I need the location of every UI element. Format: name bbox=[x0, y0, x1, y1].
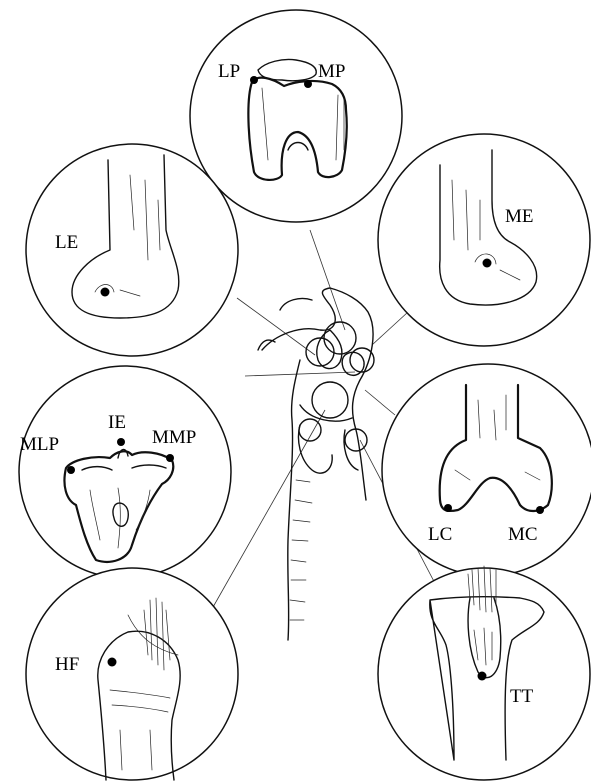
femoral-condyles-callout: LC MC bbox=[382, 364, 591, 576]
medial-epicondyle-callout: ME bbox=[378, 134, 590, 346]
fibular-head-callout: HF bbox=[26, 568, 238, 780]
label-le: LE bbox=[55, 232, 78, 253]
central-knee-sketch bbox=[258, 288, 374, 640]
label-ie: IE bbox=[108, 412, 126, 433]
label-lp: LP bbox=[218, 61, 240, 82]
patella-callout: LP MP bbox=[190, 10, 402, 222]
lateral-epicondyle-callout: LE bbox=[26, 144, 238, 356]
tibial-tuberosity-callout: TT bbox=[378, 566, 590, 780]
tibial-plateau-callout: MLP IE MMP bbox=[19, 366, 231, 578]
label-mc: MC bbox=[508, 524, 538, 545]
label-mlp: MLP bbox=[20, 434, 59, 455]
label-mp: MP bbox=[318, 61, 345, 82]
label-mmp: MMP bbox=[152, 427, 196, 448]
label-lc: LC bbox=[428, 524, 452, 545]
label-tt: TT bbox=[510, 686, 534, 707]
label-hf: HF bbox=[55, 654, 79, 675]
label-me: ME bbox=[505, 206, 534, 227]
